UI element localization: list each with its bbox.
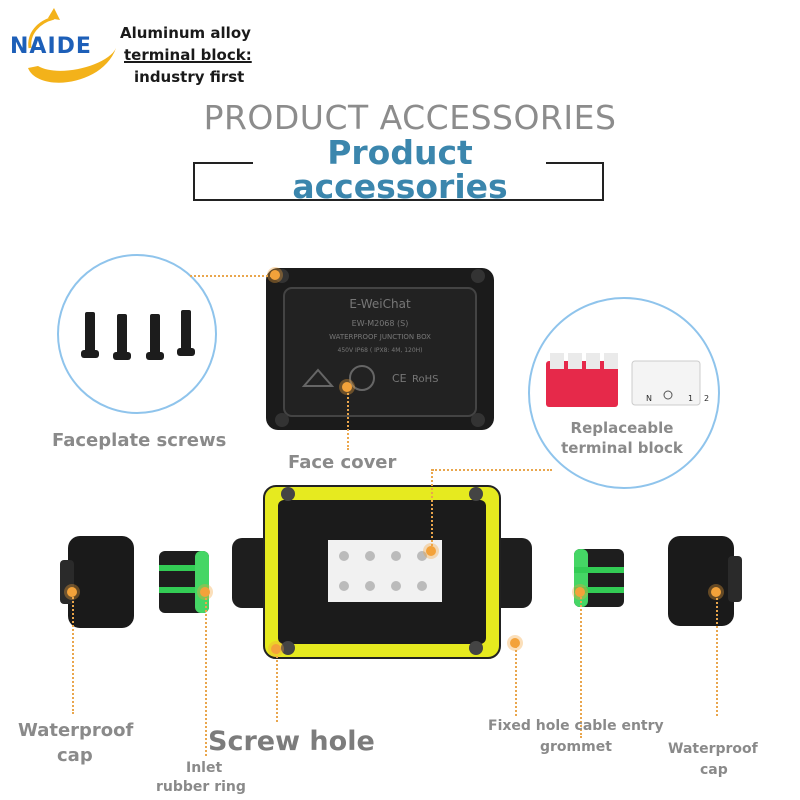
cover-spec: 450V IP68 ( IPX8: 4M, 120H) (338, 347, 423, 354)
leader-fixed-grommet (580, 594, 582, 738)
label-screw-hole: Screw hole (208, 726, 375, 757)
junction-box-body (232, 485, 532, 659)
leader-screw-hole (276, 652, 278, 722)
logo-text: NAIDE (10, 34, 92, 59)
label-fixed-hole-2: grommet (540, 739, 612, 755)
heading-frame-top-left (193, 162, 253, 164)
label-fixed-hole-1: Fixed hole cable entry (488, 718, 664, 734)
heading-frame (193, 162, 604, 201)
label-face-cover: Face cover (288, 452, 397, 473)
leader-terminal-h (432, 469, 552, 471)
dot-wpcap-left (67, 587, 77, 597)
tagline-line-2: terminal block: (124, 46, 252, 64)
cover-product: WATERPROOF JUNCTION BOX (329, 333, 431, 341)
label-replaceable-2: terminal block (561, 439, 683, 457)
cover-ce: CE (392, 372, 407, 385)
brand-logo (28, 8, 116, 83)
label-waterproof-cap-left-1: Waterproof (18, 720, 134, 741)
label-waterproof-cap-right-1: Waterproof (668, 741, 758, 757)
label-waterproof-cap-right-2: cap (700, 762, 728, 778)
heading-frame-top-right (546, 162, 602, 164)
dot-screws (270, 270, 280, 280)
waterproof-cap-right-image (668, 536, 742, 626)
leader-wpcap-right (716, 594, 718, 716)
cover-rohs: RoHS (412, 374, 438, 385)
dot-fixed-grommet (575, 587, 585, 597)
dot-wpcap-right (711, 587, 721, 597)
dot-screw-hole (271, 644, 281, 654)
leader-screws (190, 275, 276, 277)
tagline-line-3: industry first (134, 68, 245, 86)
terminal-mark-n: N (646, 394, 652, 403)
dot-fixed-hole (510, 638, 520, 648)
label-faceplate-screws: Faceplate screws (52, 430, 227, 451)
leader-inlet (205, 594, 207, 756)
dot-terminal (426, 546, 436, 556)
label-inlet-2: rubber ring (156, 779, 246, 795)
section-heading-line-1: Product (327, 133, 473, 172)
leader-fixed-hole (515, 646, 517, 716)
dot-cover (342, 382, 352, 392)
terminal-mark-1: 1 (688, 394, 693, 403)
replaceable-terminal-image: N 1 2 (546, 353, 709, 407)
terminal-mark-2: 2 (704, 394, 709, 403)
label-waterproof-cap-left-2: cap (57, 745, 93, 766)
leader-wpcap-left (72, 594, 74, 714)
section-heading-english: PRODUCT ACCESSORIES (203, 98, 617, 137)
leader-cover (347, 386, 349, 450)
cover-model: EW-M2068 (S) (352, 319, 409, 328)
label-inlet-1: Inlet (186, 760, 223, 776)
tagline-line-1: Aluminum alloy (120, 24, 251, 42)
faceplate-screws-image (81, 310, 195, 360)
section-heading-line-2: accessories (292, 167, 508, 206)
label-replaceable-1: Replaceable (570, 419, 674, 437)
face-cover-image: E-WeiChat EW-M2068 (S) WATERPROOF JUNCTI… (266, 268, 494, 430)
cover-brand: E-WeiChat (349, 297, 411, 311)
dot-inlet (200, 587, 210, 597)
leader-terminal-v (431, 469, 433, 553)
